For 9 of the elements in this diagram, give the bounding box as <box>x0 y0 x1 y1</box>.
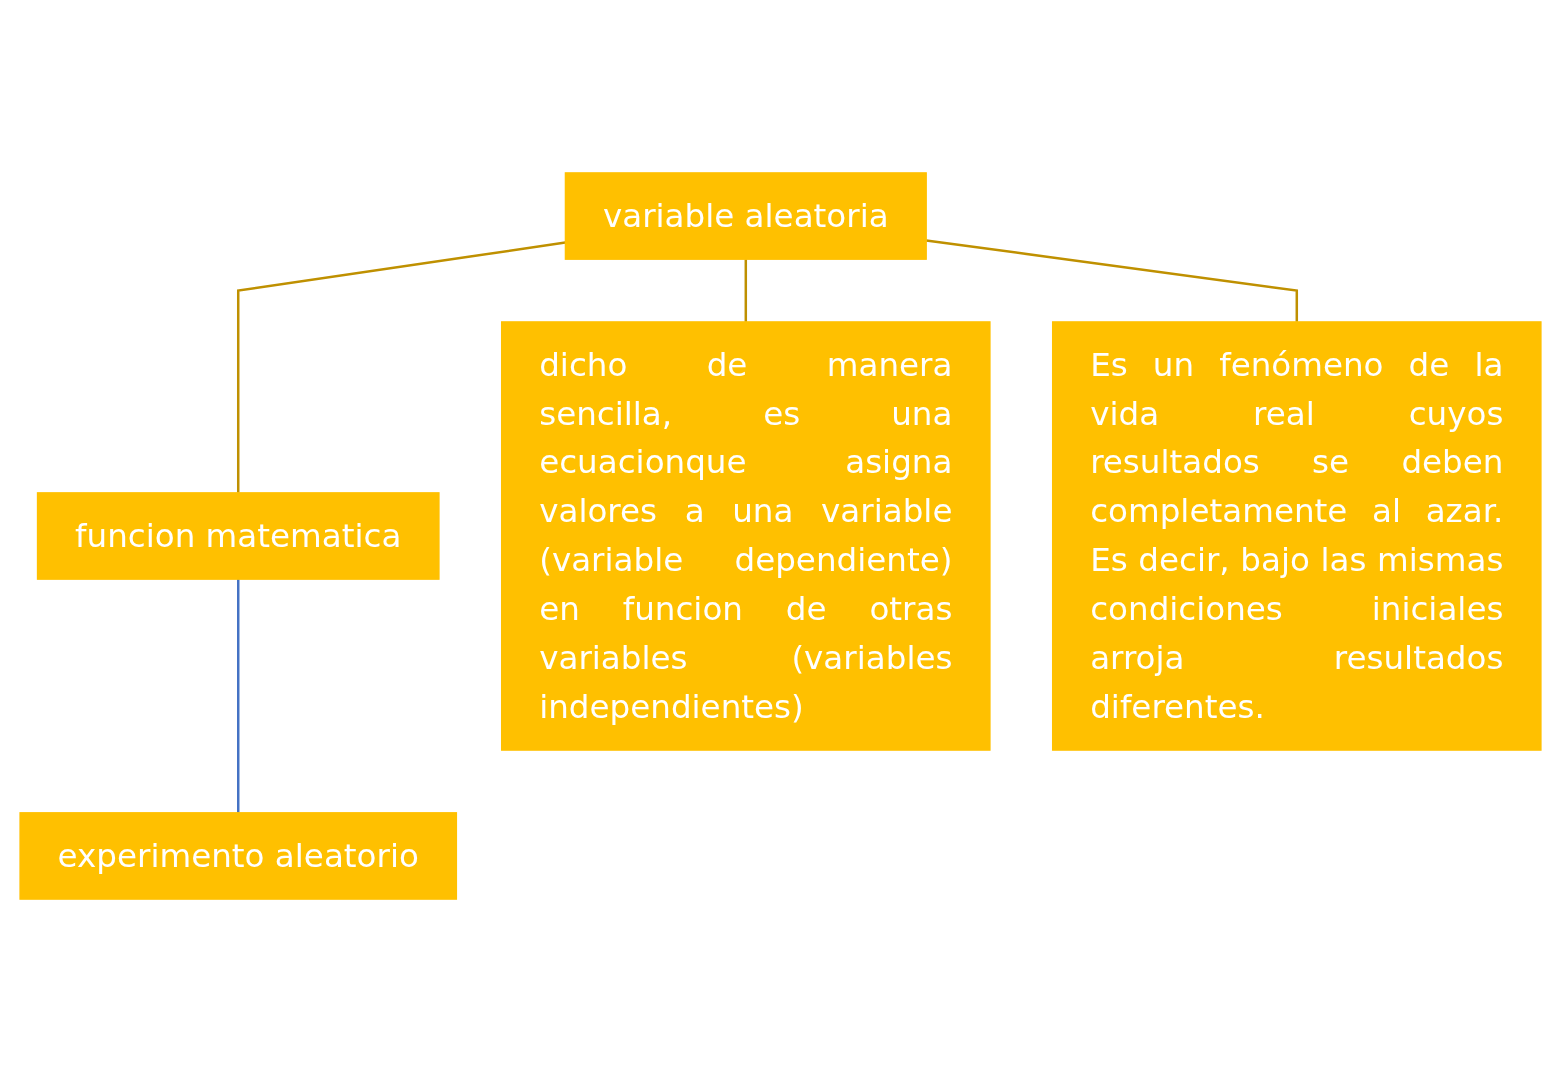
node-box: funcion matematica <box>36 492 440 580</box>
connector <box>926 239 1299 322</box>
connector <box>237 241 566 493</box>
node-box: Es un fenómeno de la vida real cuyos resultados se deben completamente al azar. Es decir, bajo las mismas condiciones iniciales arroja resultados diferentes. <box>1051 321 1542 751</box>
node-box: dicho de manera sencilla, es una ecuacionque asigna valores a una variable (variable dependiente) en funcion de otras variables (variables independientes) <box>501 321 991 751</box>
connector <box>744 259 748 322</box>
node-box: variable aleatoria <box>564 172 927 260</box>
node-box: experimento aleatorio <box>19 812 458 900</box>
connector <box>237 579 240 813</box>
